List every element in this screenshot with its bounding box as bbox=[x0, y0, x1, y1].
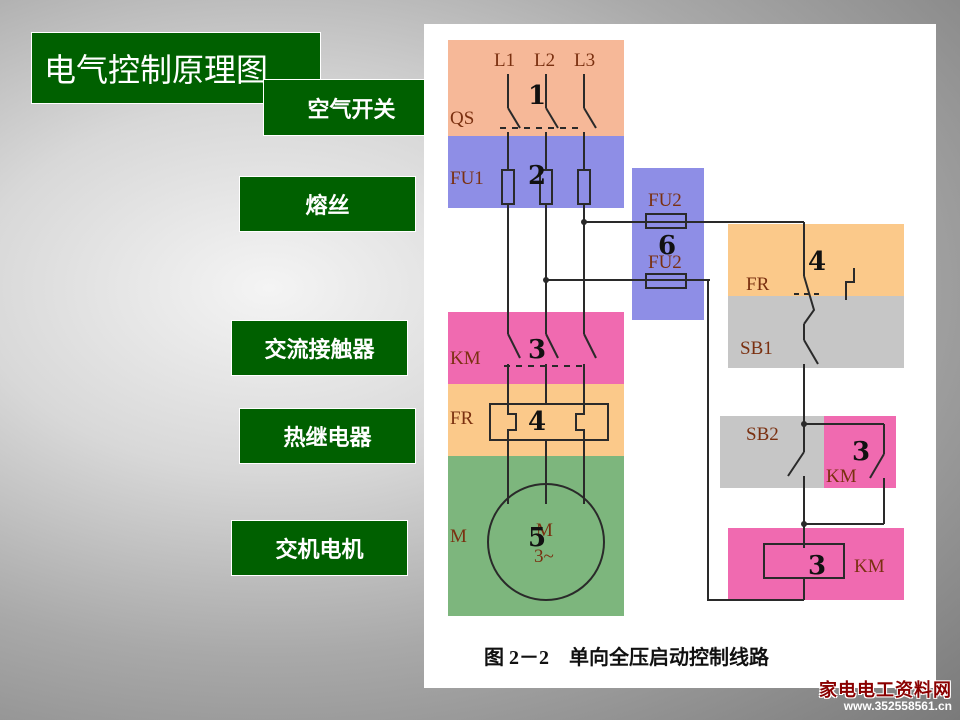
label-motor: 交机电机 bbox=[231, 520, 408, 576]
symbol-sb1: SB1 bbox=[740, 338, 773, 359]
label-ac-contactor: 交流接触器 bbox=[231, 320, 408, 376]
symbol-fr-main: FR bbox=[450, 408, 474, 429]
motor-phase-label: 3~ bbox=[534, 546, 554, 567]
number-km-aux: 3 bbox=[852, 437, 870, 467]
symbol-fu1: FU1 bbox=[450, 168, 484, 189]
zone-fuse bbox=[448, 136, 624, 208]
zone-control-fuse bbox=[632, 168, 704, 320]
zone-sb1 bbox=[728, 296, 904, 368]
phase-label-l1: L1 bbox=[494, 50, 515, 71]
page-title: 电气控制原理图 bbox=[31, 32, 321, 104]
number-fu2: 6 bbox=[658, 231, 676, 261]
phase-label-l3: L3 bbox=[574, 50, 595, 71]
label-fuse: 熔丝 bbox=[239, 176, 416, 232]
number-fr-control: 4 bbox=[808, 247, 826, 277]
number-fu1: 2 bbox=[528, 161, 546, 191]
wiring bbox=[487, 74, 885, 601]
circuit-diagram: L1 L2 L3 QS FU1 FU2 FU2 FR SB1 SB2 KM KM… bbox=[424, 24, 936, 688]
zone-contactor bbox=[448, 312, 624, 384]
zone-sb2 bbox=[720, 416, 824, 488]
label-air-switch: 空气开关 bbox=[263, 79, 440, 136]
symbol-fu2-top: FU2 bbox=[648, 190, 682, 211]
zone-motor bbox=[448, 456, 624, 616]
phase-label-l2: L2 bbox=[534, 50, 555, 71]
zone-thermal-relay bbox=[448, 384, 624, 456]
symbol-qs: QS bbox=[450, 108, 474, 129]
number-qs: 1 bbox=[528, 81, 546, 111]
symbol-km-aux: KM bbox=[826, 466, 857, 487]
junction-dots bbox=[543, 219, 807, 527]
number-fr-main: 4 bbox=[528, 407, 546, 437]
symbol-km-coil: KM bbox=[854, 556, 885, 577]
symbol-km-main: KM bbox=[450, 348, 481, 369]
symbol-fu2-bottom: FU2 bbox=[648, 252, 682, 273]
symbol-sb2: SB2 bbox=[746, 424, 779, 445]
number-km-main: 3 bbox=[528, 335, 546, 365]
zone-km-coil bbox=[728, 528, 904, 600]
symbol-fr-control: FR bbox=[746, 274, 770, 295]
zone-control-fr bbox=[728, 224, 904, 296]
symbol-motor: M bbox=[450, 526, 467, 547]
watermark-site: 家电电工资料网 bbox=[819, 680, 952, 701]
zone-air-switch bbox=[448, 40, 624, 136]
watermark-url: www.352558561.cn bbox=[843, 699, 952, 713]
label-thermal-relay: 热继电器 bbox=[239, 408, 416, 464]
motor-inner-label: M bbox=[536, 520, 553, 541]
number-km-coil: 3 bbox=[808, 551, 826, 581]
number-motor: 5 bbox=[528, 523, 546, 553]
diagram-caption: 图 2－2 单向全压启动控制线路 bbox=[484, 645, 770, 669]
